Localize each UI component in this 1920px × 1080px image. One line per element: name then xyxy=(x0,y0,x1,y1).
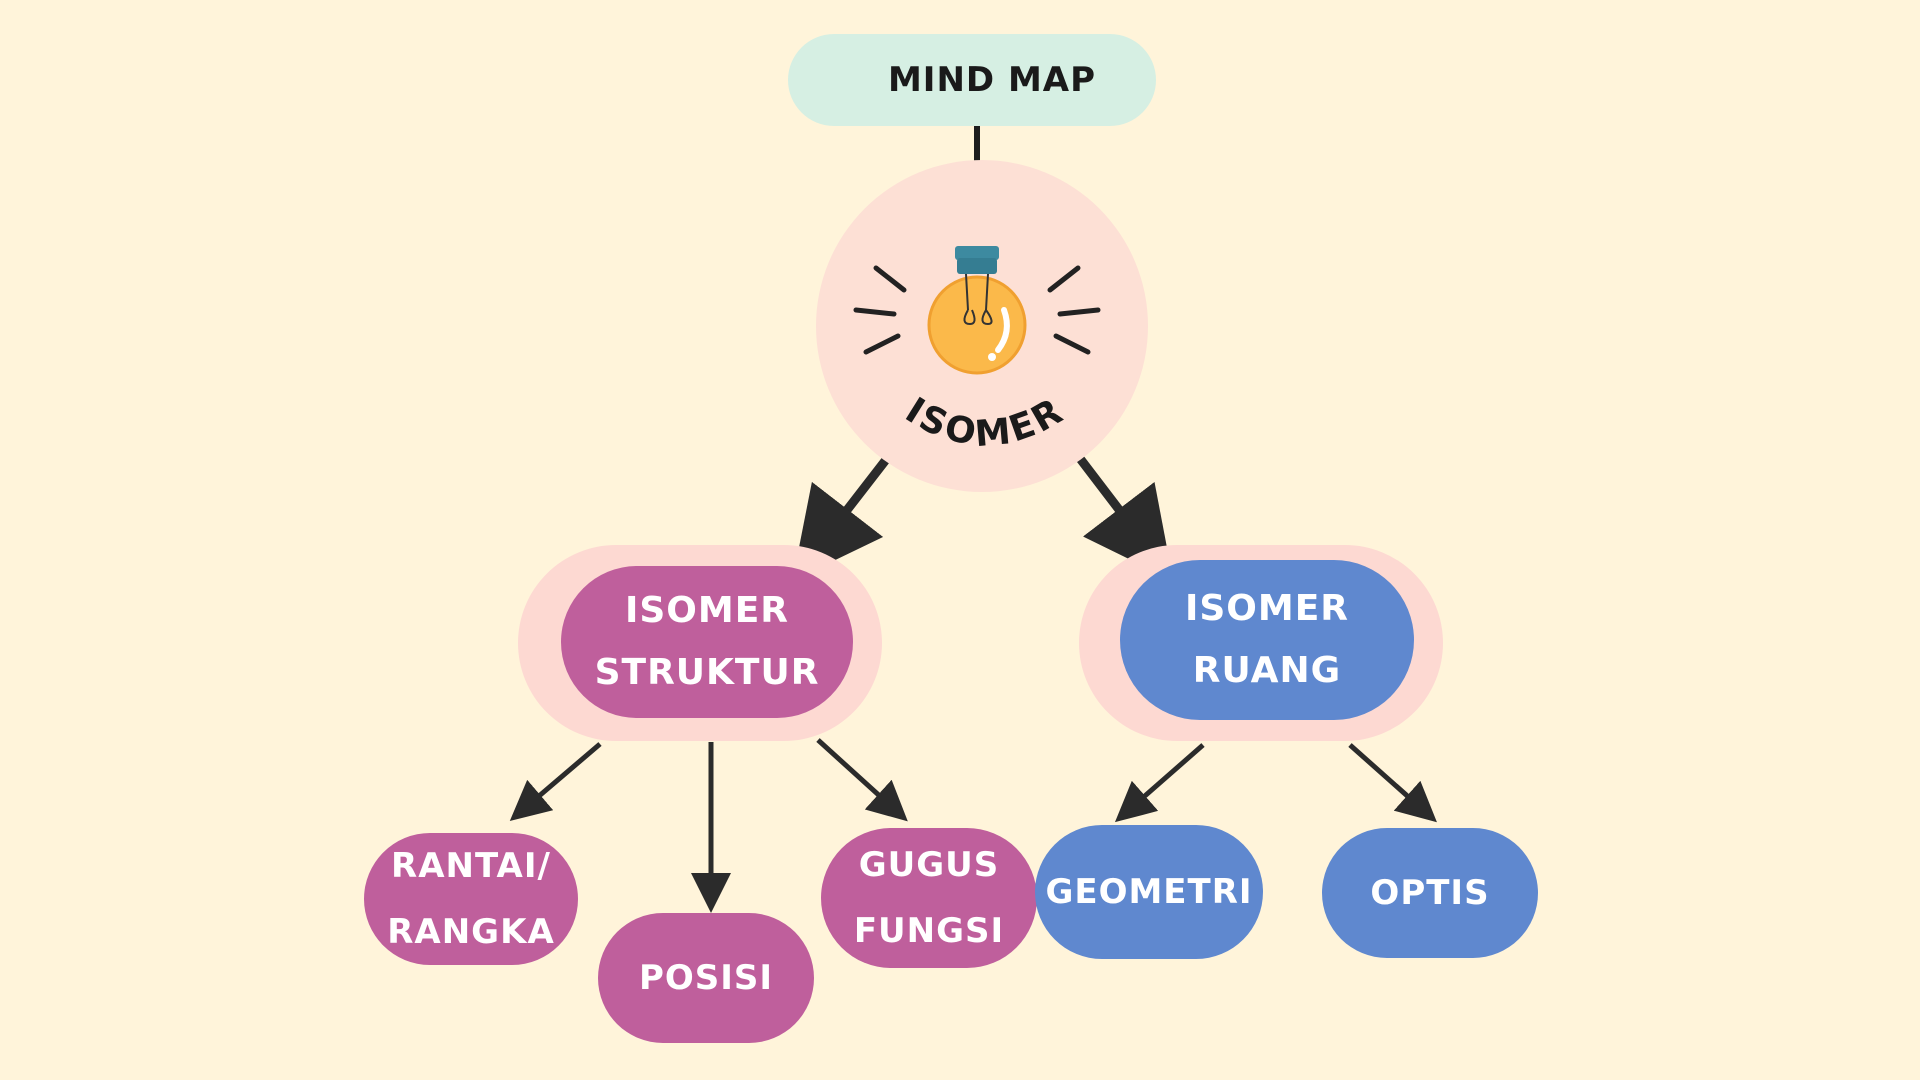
leaf-node-gugus-fungsi: GUGUS FUNGSI xyxy=(821,828,1037,968)
arrow-to-rantai-rangka xyxy=(509,742,602,821)
leaf-label-line: FUNGSI xyxy=(853,911,1005,951)
leaf-node-optis: OPTIS xyxy=(1322,828,1538,958)
branch-label-line: RUANG xyxy=(1192,650,1342,691)
branch-label-line: STRUKTUR xyxy=(594,652,820,693)
leaf-node-geometri: GEOMETRI xyxy=(1035,825,1263,959)
branch-node-isomer-ruang: ISOMER RUANG xyxy=(1120,560,1414,720)
branch-label-line: ISOMER xyxy=(1184,588,1350,629)
arrow-to-isomer-ruang xyxy=(1068,445,1174,581)
arrow-to-isomer-struktur xyxy=(792,445,899,581)
leaf-label-line: OPTIS xyxy=(1370,873,1490,913)
center-label-text: ISOMER xyxy=(898,395,1069,455)
leaf-label-line: RANTAI/ xyxy=(391,846,551,886)
branch-node-isomer-struktur: ISOMER STRUKTUR xyxy=(561,566,853,718)
title-pill: MIND MAP xyxy=(788,34,1156,126)
leaf-node-rantai-rangka: RANTAI/ RANGKA xyxy=(364,833,578,965)
light-bulb-icon xyxy=(853,246,1101,375)
leaf-node-posisi: POSISI xyxy=(598,913,814,1043)
leaf-label-line: GUGUS xyxy=(858,845,1000,885)
leaf-label-line: GEOMETRI xyxy=(1045,872,1253,912)
branch-label-line: ISOMER xyxy=(624,590,790,631)
center-label: ISOMER xyxy=(898,395,1072,455)
arrow-to-geometri xyxy=(1114,743,1205,823)
leaf-label-line: POSISI xyxy=(638,958,774,998)
arrow-to-optis xyxy=(1348,743,1437,823)
arrow-to-gugus-fungsi xyxy=(816,738,908,822)
leaf-label-line: RANGKA xyxy=(387,912,555,952)
title-text: MIND MAP xyxy=(887,60,1097,100)
svg-text:ISOMER: ISOMER xyxy=(898,395,1072,455)
